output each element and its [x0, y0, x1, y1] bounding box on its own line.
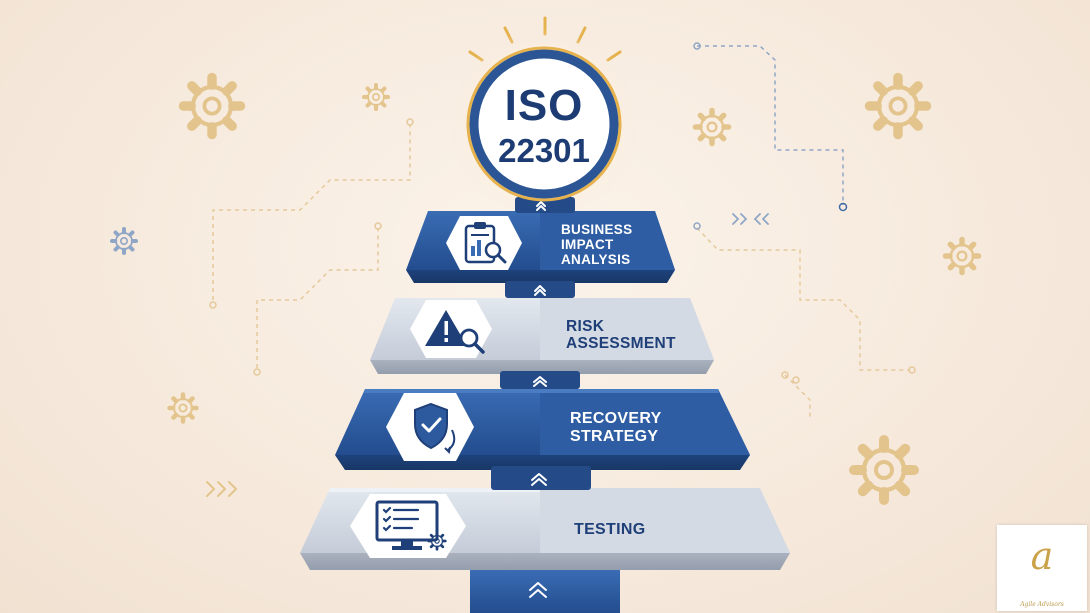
gear-icon	[854, 440, 914, 500]
agile-advisors-logo: a Agile Advisors	[997, 525, 1087, 611]
tier-label-recovery-strategy: RECOVERY STRATEGY	[570, 410, 662, 445]
logo-letter: a	[1030, 534, 1054, 578]
iso-standard-title: ISO 22301	[476, 81, 612, 169]
gear-icon	[946, 240, 979, 273]
gear-icon	[112, 229, 136, 253]
tier-business-impact-analysis	[406, 211, 675, 283]
iso-badge	[466, 46, 622, 202]
gear-icon	[696, 111, 729, 144]
background-decor	[112, 42, 979, 500]
gear-icon	[184, 78, 241, 135]
tier-label-risk-assessment: RISK ASSESSMENT	[566, 318, 676, 353]
chevron-up-icons	[529, 201, 547, 598]
shield-check-icon	[386, 393, 474, 461]
gear-icon	[170, 395, 197, 422]
logo-caption: Agile Advisors	[1020, 601, 1064, 608]
clipboard-chart-icon	[446, 216, 522, 270]
warning-search-icon	[410, 300, 492, 358]
tier-label-business-impact-analysis: BUSINESS IMPACT ANALYSIS	[561, 222, 633, 268]
monitor-checklist-icon	[350, 494, 466, 558]
connector-tabs	[491, 197, 591, 490]
iso-label: ISO	[504, 81, 584, 130]
gear-icon	[364, 85, 388, 109]
iso-number: 22301	[498, 132, 590, 169]
tier-label-testing: TESTING	[574, 521, 646, 538]
gear-icon	[870, 78, 927, 135]
